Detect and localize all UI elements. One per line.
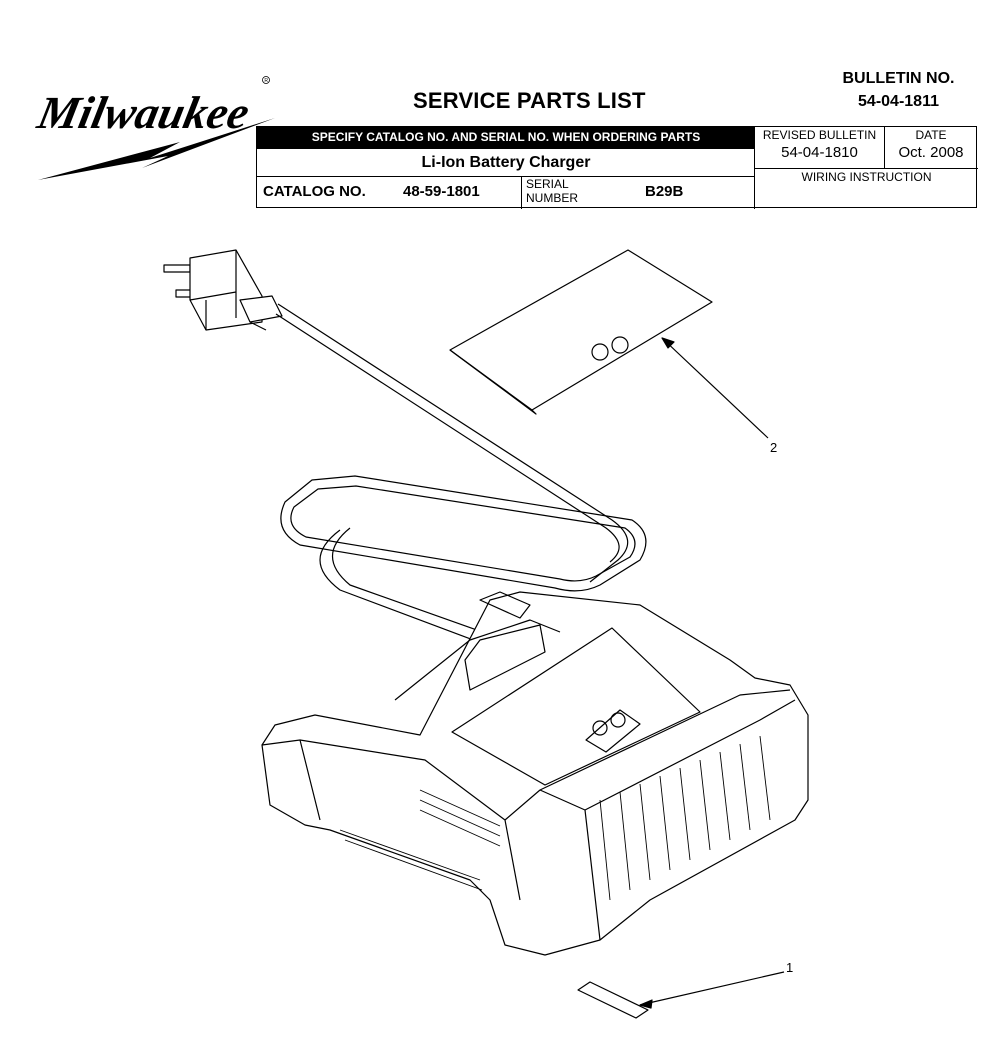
date-value: Oct. 2008: [898, 144, 964, 161]
battery-charger-body: [261, 591, 809, 956]
svg-text:Milwaukee: Milwaukee: [32, 88, 253, 138]
wiring-instruction-label: WIRING INSTRUCTION: [801, 170, 932, 184]
divider: [884, 127, 885, 169]
callout-1: 1: [786, 960, 793, 975]
serial-label: SERIAL NUMBER: [526, 177, 579, 205]
catalog-label: CATALOG NO.: [263, 183, 366, 200]
milwaukee-logo: Milwaukee R: [32, 76, 275, 180]
divider: [521, 176, 522, 209]
page-title: SERVICE PARTS LIST: [413, 88, 646, 113]
lightning-bolt-icon: [38, 118, 275, 180]
bulletin-label: BULLETIN NO.: [842, 70, 955, 87]
date-label: DATE: [915, 128, 947, 142]
callout-2: 2: [770, 440, 777, 455]
divider: [754, 168, 978, 169]
product-description: Li-Ion Battery Charger: [257, 148, 755, 176]
bulletin-number: 54-04-1811: [858, 93, 939, 110]
exploded-parts-drawing: 2 1: [163, 249, 809, 1019]
divider: [257, 176, 755, 177]
revised-bulletin-label: REVISED BULLETIN: [762, 128, 877, 142]
label-part-2: [449, 249, 769, 439]
power-cord: [275, 303, 629, 651]
svg-text:R: R: [264, 78, 268, 84]
ordering-banner: SPECIFY CATALOG NO. AND SERIAL NO. WHEN …: [257, 127, 755, 148]
power-plug-icon: [163, 249, 283, 331]
revised-bulletin-number: 54-04-1810: [781, 144, 858, 161]
label-part-1: [577, 971, 785, 1019]
catalog-number: 48-59-1801: [403, 183, 480, 200]
serial-number: B29B: [645, 183, 684, 200]
order-info-table: SPECIFY CATALOG NO. AND SERIAL NO. WHEN …: [256, 126, 978, 209]
cord-loop: [280, 475, 647, 592]
